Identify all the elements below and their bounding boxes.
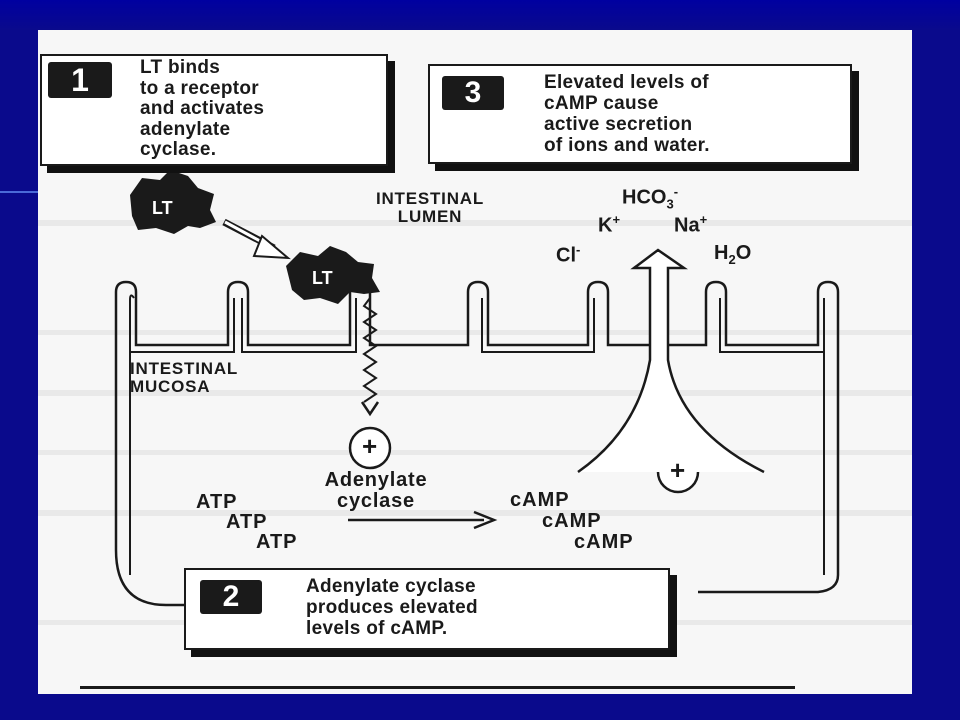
mucosa-outline-inner-left — [129, 298, 235, 575]
callout-step-2: 2 Adenylate cyclase produces elevated le… — [184, 568, 670, 650]
diagram-drawing: LT LT ATP ATP ATP cAMP cAMP cAMP — [38, 170, 912, 625]
atp-label-1: ATP — [196, 491, 238, 513]
callout-step-1: 1 LT binds to a receptor and activates a… — [40, 54, 388, 166]
secretion-flow-arrow — [577, 248, 765, 474]
activation-circle-1 — [348, 426, 392, 470]
ion-potassium: K+ — [598, 212, 621, 237]
adenylate-cyclase-label: Adenylate cyclase — [324, 469, 428, 512]
ion-bicarbonate: HCO3- — [622, 184, 679, 212]
step-3-text: Elevated levels of cAMP cause active sec… — [544, 72, 710, 156]
lt-toxin-bound-label: LT — [312, 268, 333, 288]
ion-water: H2O — [714, 242, 752, 267]
slide-accent-line — [0, 191, 38, 193]
lt-toxin-free-label: LT — [152, 198, 173, 218]
atp-label-3: ATP — [256, 531, 298, 553]
signal-zigzag — [362, 297, 378, 403]
diagram-figure: LT LT ATP ATP ATP cAMP cAMP cAMP + + Ade… — [38, 30, 912, 694]
step-1-text: LT binds to a receptor and activates ade… — [140, 57, 265, 160]
ion-chloride: Cl- — [556, 242, 581, 267]
signal-arrowhead — [360, 401, 380, 417]
conversion-arrowhead — [473, 510, 498, 530]
intestinal-mucosa-label: INTESTINAL MUCOSA — [130, 359, 239, 396]
binding-arrow — [222, 218, 291, 260]
step-number-3: 3 — [442, 76, 504, 110]
lt-toxin-free-icon — [130, 170, 216, 234]
ion-sodium: Na+ — [674, 212, 708, 237]
step-number-2: 2 — [200, 580, 262, 614]
callout-step-3: 3 Elevated levels of cAMP cause active s… — [428, 64, 852, 164]
mucosa-outline-inner — [129, 294, 825, 575]
halftone-texture — [38, 220, 912, 625]
lt-toxin-bound-icon — [286, 246, 380, 304]
step-number-1: 1 — [48, 62, 112, 98]
bottom-rule — [80, 686, 795, 689]
activation-plus-2: + — [670, 455, 686, 485]
slide-top-band — [0, 0, 960, 30]
mucosa-outline-outer — [114, 280, 840, 575]
intestinal-lumen-label: INTESTINAL LUMEN — [375, 189, 485, 226]
mucosa-bottom-right — [698, 574, 840, 594]
camp-label-3: cAMP — [574, 531, 634, 553]
camp-label-2: cAMP — [542, 510, 602, 532]
mucosa-bottom-left — [114, 549, 188, 607]
camp-label-1: cAMP — [510, 489, 570, 511]
step-2-text: Adenylate cyclase produces elevated leve… — [306, 576, 478, 639]
atp-label-2: ATP — [226, 511, 268, 533]
activation-plus-1: + — [362, 431, 378, 461]
